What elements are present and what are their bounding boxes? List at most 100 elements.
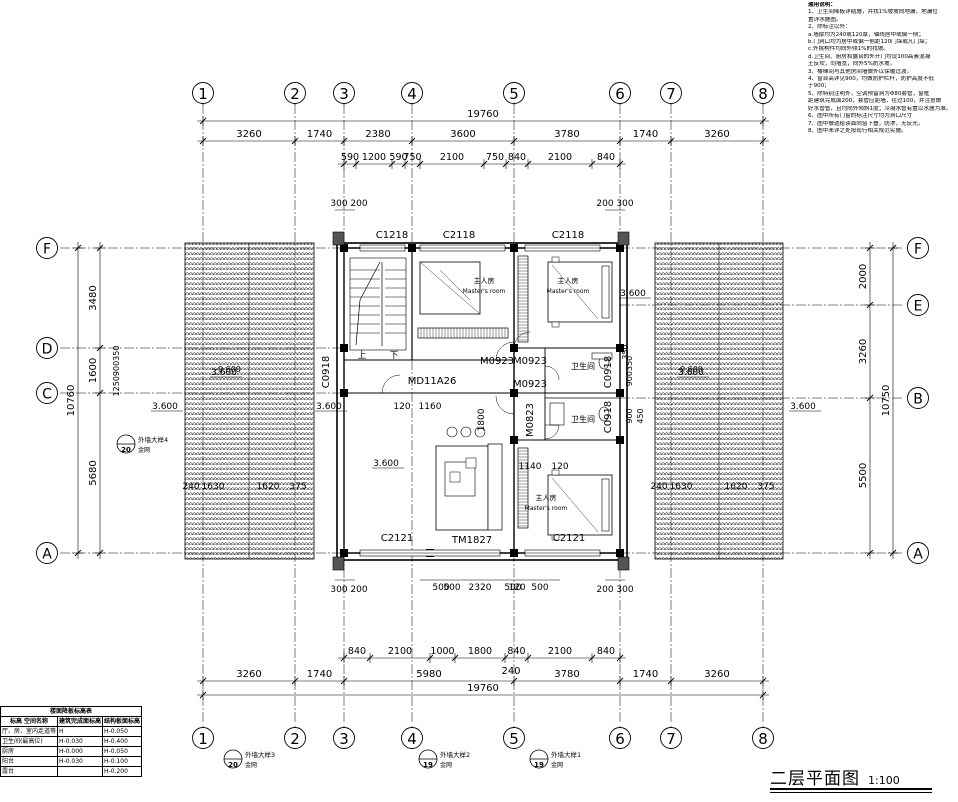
- svg-text:3: 3: [339, 85, 349, 103]
- dim-r-350: 350: [621, 344, 630, 359]
- svg-text:7: 7: [666, 730, 676, 748]
- dim-bottom-detail: 1000: [430, 646, 454, 657]
- table-cell: 卫生间(最高位): [0, 736, 59, 747]
- table-cell: H-0.050: [102, 746, 143, 757]
- svg-text:C: C: [42, 387, 52, 403]
- dim-bottom-axis: 1740: [633, 669, 658, 680]
- dim-right-small: 900350: [625, 356, 634, 387]
- svg-text:外墙大样4: 外墙大样4: [138, 435, 168, 444]
- svg-text:2: 2: [290, 730, 300, 748]
- axis-bubble-7: 7: [660, 82, 682, 104]
- svg-text:5: 5: [509, 85, 519, 103]
- svg-text:外墙大样3: 外墙大样3: [245, 750, 275, 759]
- dim-top-detail: 1200: [362, 152, 386, 163]
- room-label-en: Master's room: [525, 505, 568, 512]
- note-line: 通用说明：: [808, 2, 836, 8]
- dim-top-axis: 2380: [365, 129, 390, 140]
- dim-bottom-axis: 1740: [307, 669, 332, 680]
- table-cell: H: [57, 726, 104, 737]
- dim-top-detail: 2100: [548, 152, 572, 163]
- door-label: M0923: [513, 356, 547, 367]
- table-cell: [57, 766, 104, 777]
- axis-bubble-8: 8: [752, 82, 774, 104]
- drawing-title: 二层平面图: [770, 769, 860, 789]
- svg-text:D: D: [42, 342, 53, 358]
- dim-top-detail: 840: [508, 152, 526, 163]
- axis-bubble-B: B: [907, 387, 929, 409]
- svg-text:1: 1: [198, 85, 208, 103]
- svg-text:6: 6: [615, 85, 625, 103]
- dim-bottom-row: 500: [432, 583, 449, 593]
- level-mark: 3.600: [373, 459, 399, 469]
- construction-lines: [60, 103, 902, 728]
- axis-bubble-1: 1: [192, 727, 214, 749]
- dim-mid-120: 120: [393, 402, 410, 412]
- bath-label: 卫生间: [571, 414, 595, 424]
- general-notes: 通用说明：1、卫生间降板详结施，并找1%坡坡向地漏，地漏位置详水施图。2、除标注…: [808, 2, 956, 135]
- svg-text:20: 20: [121, 446, 131, 454]
- axis-bubble-3: 3: [333, 82, 355, 104]
- table-cell: H-0.030: [57, 756, 104, 767]
- svg-text:2: 2: [290, 85, 300, 103]
- window-label: C2121: [381, 533, 413, 544]
- dim-left-total: 10760: [66, 385, 77, 417]
- window-label: C2121: [553, 533, 585, 544]
- door-label: MD11A26: [408, 376, 457, 387]
- note-line: b.门洞口均为居中或偏一侧距120门垛或凡门垛；: [808, 39, 931, 46]
- dim-top-small-left: 300 200: [330, 199, 367, 209]
- svg-text:8: 8: [758, 85, 768, 103]
- axis-bubble-5: 5: [503, 727, 525, 749]
- dim-bottom-axis: 3260: [704, 669, 729, 680]
- svg-text:4: 4: [407, 85, 417, 103]
- svg-text:外墙大样1: 外墙大样1: [551, 750, 581, 759]
- stair-down-label: 下: [389, 351, 398, 361]
- dim-r-450: 450: [636, 408, 645, 423]
- level-mark: 3.600: [152, 402, 178, 412]
- dim-bottom-detail: 2100: [388, 646, 412, 657]
- dim-mid-120b: 120: [551, 462, 568, 472]
- dim-total-top: 19760: [467, 109, 499, 120]
- dim-right: 2000: [858, 264, 869, 289]
- dim-eave-right: 1620: [725, 482, 748, 492]
- dim-eave-right: 240: [650, 482, 667, 492]
- note-line: 3、楼梯间与其他房间墙做外以保暖过渡。: [808, 68, 913, 75]
- axis-bubble-8: 8: [752, 727, 774, 749]
- svg-text:A: A: [913, 547, 923, 563]
- axis-bubble-6: 6: [609, 82, 631, 104]
- note-line: 5、除特别注明外，空调预留洞为Φ80套管，窗框: [808, 90, 930, 97]
- door-label: TM1827: [451, 535, 492, 546]
- level-mark: 3.600: [790, 402, 816, 412]
- window-label: C2118: [443, 230, 475, 241]
- axis-bubble-E: E: [907, 294, 929, 316]
- window-label: C0918: [603, 356, 614, 388]
- note-line: 7、图中做遗给读面向窗下叠，防渗，无反光。: [808, 120, 924, 127]
- note-line: d.卫生间、厨房和露台的外开门均设100高素混凝: [808, 53, 931, 60]
- dim-eave-left: 240: [182, 482, 199, 492]
- dim-left: 1600: [88, 358, 99, 383]
- svg-text:E: E: [914, 299, 923, 315]
- svg-text:7: 7: [666, 85, 676, 103]
- dim-r-900: 900: [625, 408, 634, 423]
- dim-bottom-axis: 3260: [236, 669, 261, 680]
- dim-top-small-right: 200 300: [596, 199, 633, 209]
- table-cell: H-0.400: [102, 736, 143, 747]
- dim-mid-1160: 1160: [419, 402, 442, 412]
- level-mark: 3.600: [678, 368, 704, 378]
- note-line: a.墙厚均为240或120厚，轴线居中或偏一侧；: [808, 31, 925, 38]
- dim-top-detail: 2100: [440, 152, 464, 163]
- note-line: 好水管管，且均向外倾斜1度；冷凝水管有置以水施为准。: [808, 105, 952, 112]
- axis-bubble-D: D: [36, 337, 58, 359]
- slope-arrow-right: -0.600: [677, 365, 703, 374]
- axis-bubble-3: 3: [333, 727, 355, 749]
- table-cell: 厨房: [0, 746, 59, 757]
- axis-bubble-A: A: [907, 542, 929, 564]
- dim-eave-left: 1620: [257, 482, 280, 492]
- door-label: M0923: [513, 379, 547, 390]
- dim-top-detail: 590: [389, 152, 407, 163]
- level-table-header-struct: 结构板面标高: [102, 716, 143, 727]
